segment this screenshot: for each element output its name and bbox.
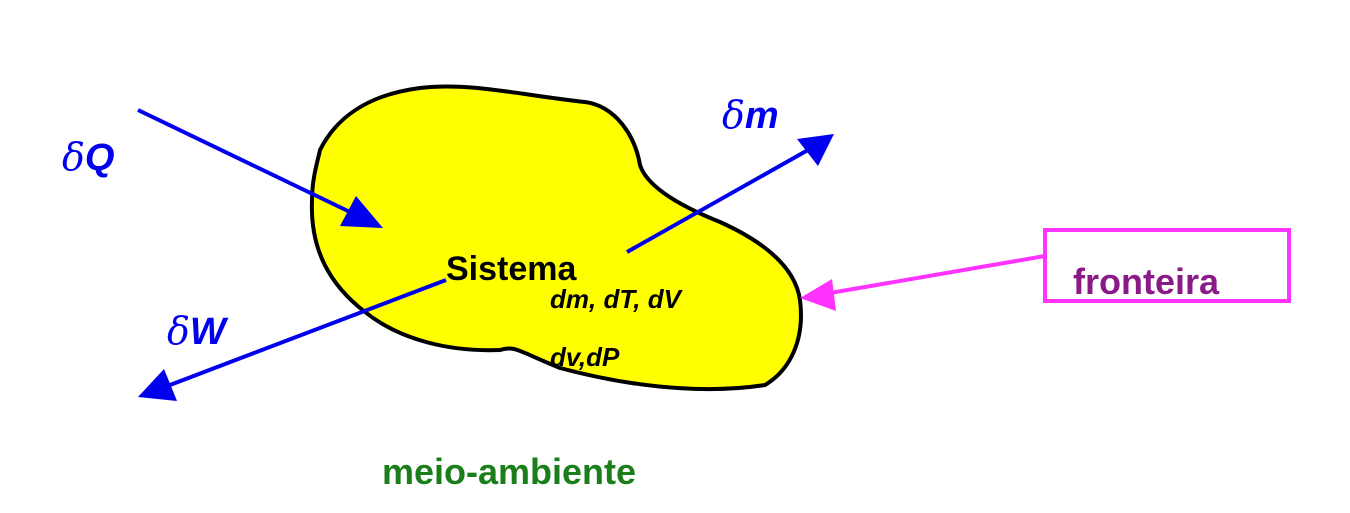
system-label: Sistema <box>446 250 577 288</box>
work-arrow <box>138 278 447 401</box>
work-label: δW <box>167 312 226 351</box>
heat-label: δQ <box>62 138 114 177</box>
delta-symbol: δ <box>62 135 85 179</box>
environment-label: meio-ambiente <box>382 451 637 492</box>
delta-symbol: δ <box>167 309 190 353</box>
heat-arrow <box>137 108 383 228</box>
delta-symbol: δ <box>722 93 745 137</box>
heat-variable: Q <box>84 137 115 179</box>
mass-arrow <box>626 134 834 254</box>
mass-variable: m <box>744 95 779 137</box>
work-variable: W <box>189 311 226 353</box>
mass-label: δm <box>722 96 779 135</box>
boundary-label: fronteira <box>1073 261 1220 302</box>
differentials-line-1: dm, dT, dV <box>550 284 681 314</box>
differentials-line-2: dv,dP <box>550 342 620 372</box>
boundary-label-box <box>1043 228 1291 303</box>
boundary-arrow <box>800 254 1046 311</box>
